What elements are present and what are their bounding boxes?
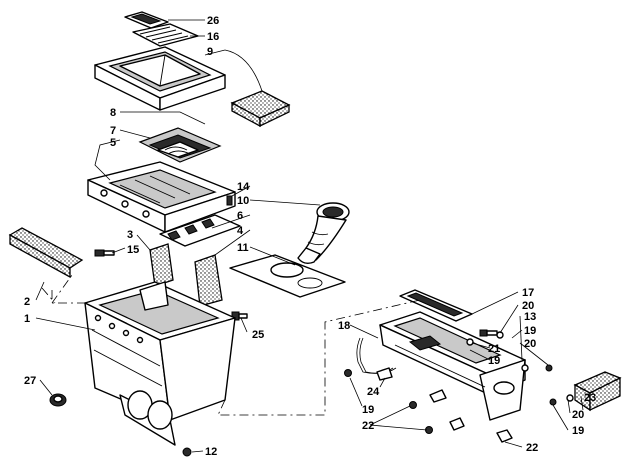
callout-19-mid: 19	[488, 355, 500, 367]
callout-11: 11	[237, 242, 249, 254]
callout-19-left: 19	[362, 404, 374, 416]
part-22-grommet-set	[409, 389, 513, 443]
callout-25: 25	[252, 329, 264, 341]
callout-15: 15	[127, 244, 139, 256]
part-27-grommet	[49, 393, 67, 407]
callout-14: 14	[237, 181, 250, 193]
callout-7: 7	[110, 125, 116, 137]
callout-21: 21	[488, 343, 500, 355]
callout-3: 3	[127, 229, 133, 241]
callout-20-low: 20	[572, 409, 584, 421]
callout-19-upper: 19	[524, 325, 536, 337]
part-5-airbox-top	[87, 161, 236, 233]
callout-10: 10	[237, 195, 249, 207]
callout-16: 16	[207, 31, 219, 43]
callout-17: 17	[522, 287, 534, 299]
part-15-screw	[94, 249, 115, 257]
part-2-foam-strip	[8, 227, 84, 279]
callout-labels: 26 16 9 8 7 5 14 10 6 3 4 15 11 2 1 25 2…	[24, 15, 596, 458]
part-4-foam-pad	[194, 254, 223, 307]
callout-8: 8	[110, 107, 116, 119]
part-26-label-plate	[124, 11, 169, 29]
callout-9: 9	[207, 46, 213, 58]
part-14-clip	[226, 195, 233, 206]
part-3-foam-pad	[149, 243, 174, 287]
callout-20-top: 20	[522, 300, 534, 312]
assembly-boundary-lines	[41, 274, 421, 416]
callout-1: 1	[24, 313, 30, 325]
part-7-intake-cover	[138, 127, 222, 163]
part-1-airbox-base	[84, 281, 236, 446]
part-24-bracket	[376, 367, 393, 381]
callout-2: 2	[24, 296, 30, 308]
part-16-grille	[132, 23, 199, 47]
part-duct-body	[379, 311, 526, 421]
callout-12: 12	[205, 446, 217, 458]
callout-23: 23	[584, 392, 596, 404]
callout-20-mid: 20	[524, 338, 536, 350]
part-9-foam-filter	[230, 90, 291, 128]
part-19-nut-set	[344, 364, 557, 406]
part-12-drain-plug	[182, 447, 192, 457]
part-8-cover-frame	[94, 46, 226, 111]
callout-27: 27	[24, 375, 36, 387]
part-6-gasket	[159, 214, 241, 247]
part-23-foam-block	[573, 371, 622, 412]
part-20-washer-set	[496, 331, 574, 402]
callout-13: 13	[524, 311, 536, 323]
part-10-elbow-boot	[297, 202, 350, 265]
callout-26: 26	[207, 15, 219, 27]
callout-22-bottom: 22	[526, 442, 538, 454]
callout-5: 5	[110, 137, 116, 149]
part-11-gasket-plate	[229, 254, 346, 298]
callout-leaders	[35, 19, 584, 453]
callout-22-left: 22	[362, 420, 374, 432]
callout-18: 18	[338, 320, 350, 332]
callout-24: 24	[367, 386, 380, 398]
callout-19-low: 19	[572, 425, 584, 437]
part-13-bolt	[479, 329, 498, 337]
part-21-clamp	[466, 338, 474, 346]
callout-4: 4	[237, 225, 244, 237]
callout-6: 6	[237, 210, 243, 222]
